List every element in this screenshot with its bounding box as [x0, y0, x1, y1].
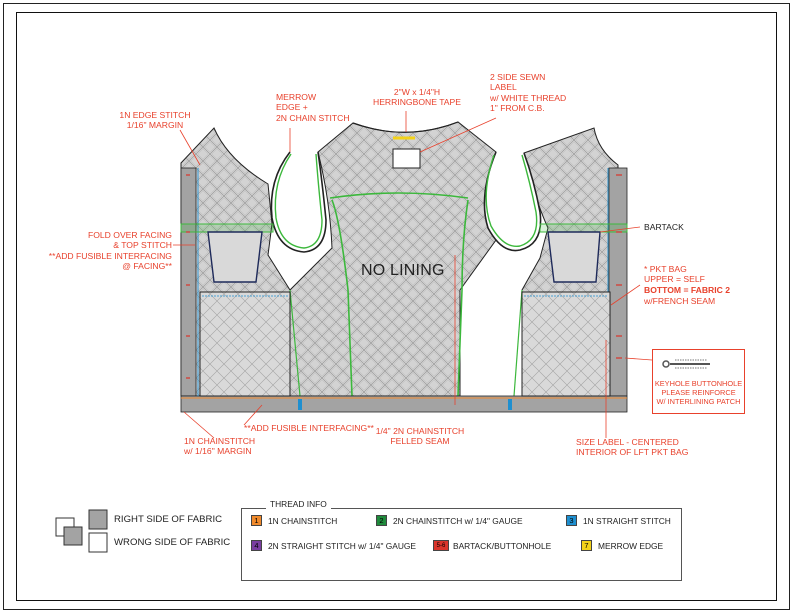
hem-tack-right [508, 399, 512, 410]
note-keyhole: KEYHOLE BUTTONHOLE PLEASE REINFORCE W/ I… [654, 379, 743, 406]
hem-tack-left [298, 399, 302, 410]
right-armhole-stitch [485, 154, 538, 248]
left-armhole-merrow [270, 151, 327, 253]
leader-lines [173, 111, 653, 439]
right-bartacks [616, 174, 622, 359]
thread-label-4: 2N STRAIGHT STITCH w/ 1/4" GAUGE [268, 541, 417, 551]
left-pocket-welt [207, 231, 263, 283]
note-side-sewn-label: 2 SIDE SEWN LABEL w/ WHITE THREAD 1" FRO… [490, 72, 567, 114]
thread-swatch-1: 1 [251, 515, 262, 526]
keyhole-buttonhole-icon [662, 359, 710, 369]
hem-band [180, 395, 628, 413]
note-fold-over: FOLD OVER FACING & TOP STITCH **ADD FUSI… [48, 230, 172, 272]
thread-swatch-5: 5-6 [433, 540, 449, 551]
legend-overlap-front [63, 526, 83, 546]
back-label [392, 148, 421, 169]
note-1n-chainstitch: 1N CHAINSTITCH w/ 1/16" MARGIN [184, 436, 256, 457]
left-armhole-stitch [274, 153, 323, 249]
outer-border [3, 3, 790, 610]
thread-label-5: BARTACK/BUTTONHOLE [453, 541, 552, 551]
legend-right-side-label: RIGHT SIDE OF FABRIC [114, 514, 223, 525]
legend-wrong-side-label: WRONG SIDE OF FABRIC [114, 537, 231, 548]
no-lining-text: NO LINING [361, 262, 445, 279]
note-bartack: BARTACK [644, 222, 684, 232]
note-felled-seam: 1/4" 2N CHAINSTITCH FELLED SEAM [375, 426, 465, 447]
right-armhole-merrow [483, 151, 542, 252]
inner-border [16, 12, 777, 601]
thread-swatch-3: 3 [566, 515, 577, 526]
back-left-seam [331, 199, 353, 397]
back-neckline [352, 121, 459, 133]
thread-info-title: THREAD INFO [266, 499, 331, 509]
thread-swatch-2: 2 [376, 515, 387, 526]
right-facing-band [539, 223, 628, 233]
left-bartacks [186, 174, 190, 379]
left-facing [180, 167, 197, 397]
thread-swatch-7: 7 [581, 540, 592, 551]
thread-label-2: 2N CHAINSTITCH w/ 1/4" GAUGE [393, 516, 523, 526]
thread-label-7: MERROW EDGE [598, 541, 664, 551]
left-pocket-bag [199, 291, 291, 397]
right-pocket-welt [547, 231, 601, 283]
back-yoke-seam [329, 192, 469, 199]
thread-swatch-4: 4 [251, 540, 262, 551]
keyhole-note-box [652, 349, 745, 414]
note-size-label: SIZE LABEL - CENTERED INTERIOR OF LFT PK… [576, 437, 689, 458]
note-pkt-bag-2: BOTTOM = FABRIC 2 [644, 285, 731, 295]
thread-label-3: 1N STRAIGHT STITCH [583, 516, 671, 526]
back-right-seam-out [513, 289, 523, 397]
thread-info-box [241, 508, 682, 581]
right-pocket-bag [521, 291, 611, 397]
legend-wrong-side-swatch [88, 532, 108, 553]
note-edge-stitch: 1N EDGE STITCH 1/16" MARGIN [119, 110, 191, 131]
back-right-seam [457, 199, 469, 397]
left-facing-band [180, 223, 274, 233]
note-add-fusible: **ADD FUSIBLE INTERFACING** [244, 423, 374, 433]
legend-right-side-swatch [88, 509, 108, 530]
back-left-seam-out [289, 289, 301, 397]
right-facing [608, 167, 628, 397]
note-herringbone: 2"W x 1/4"H HERRINGBONE TAPE [372, 87, 462, 108]
note-pkt-bag-1: * PKT BAG UPPER = SELF [644, 264, 705, 285]
note-merrow: MERROW EDGE + 2N CHAIN STITCH [276, 92, 350, 123]
thread-label-1: 1N CHAINSTITCH [268, 516, 338, 526]
note-pkt-bag-3: w/FRENCH SEAM [644, 296, 716, 306]
